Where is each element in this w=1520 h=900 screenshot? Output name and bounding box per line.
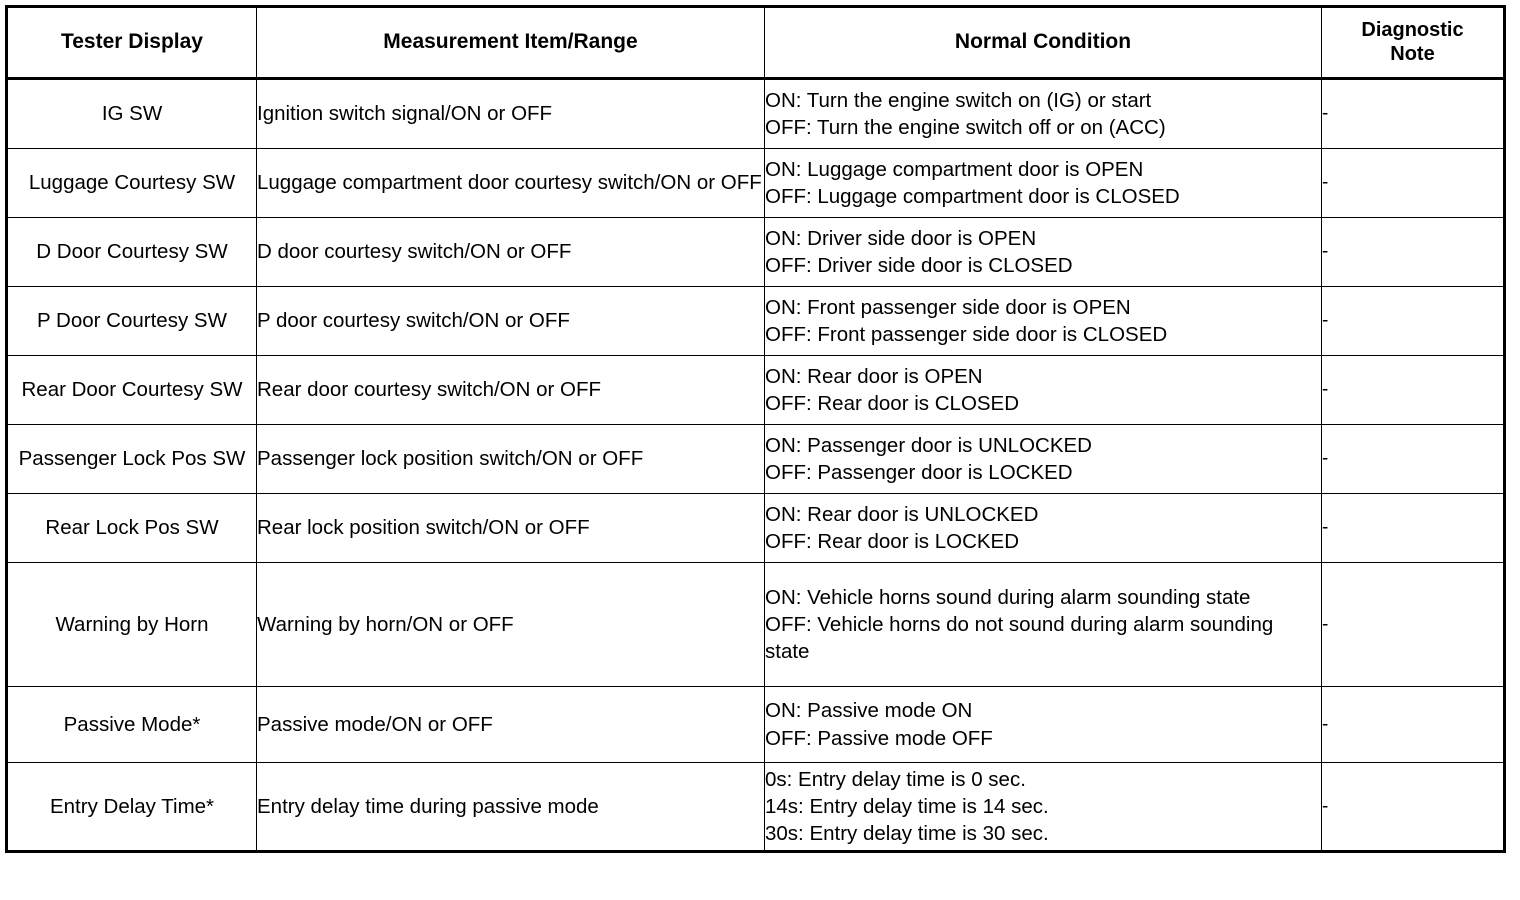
cell-measurement-item-range: Entry delay time during passive mode — [256, 762, 765, 852]
table-header-row: Tester Display Measurement Item/Range No… — [6, 6, 1505, 80]
cell-measurement-item-range: D door courtesy switch/ON or OFF — [256, 217, 765, 287]
cell-measurement-item-range: Rear door courtesy switch/ON or OFF — [256, 355, 765, 425]
cell-measurement-item-range: Ignition switch signal/ON or OFF — [256, 78, 765, 149]
cell-measurement-item-range: Rear lock position switch/ON or OFF — [256, 493, 765, 563]
column-header-tester-display: Tester Display — [6, 6, 257, 80]
table-row: Rear Lock Pos SW Rear lock position swit… — [6, 493, 1505, 563]
normal-condition-line: 14s: Entry delay time is 14 sec. — [765, 794, 1049, 818]
normal-condition-line: ON: Rear door is UNLOCKED — [765, 502, 1039, 526]
normal-condition-line: OFF: Turn the engine switch off or on (A… — [765, 116, 1166, 139]
column-header-diagnostic-note: Diagnostic Note — [1321, 6, 1505, 80]
normal-condition-line: 0s: Entry delay time is 0 sec. — [765, 767, 1026, 791]
table-row: IG SW Ignition switch signal/ON or OFF O… — [6, 78, 1505, 149]
cell-measurement-item-range: Passenger lock position switch/ON or OFF — [256, 424, 765, 494]
cell-diagnostic-note: - — [1321, 217, 1505, 287]
table-row: Passenger Lock Pos SW Passenger lock pos… — [6, 424, 1505, 494]
normal-condition-line: ON: Vehicle horns sound during alarm sou… — [765, 585, 1251, 609]
cell-tester-display: Entry Delay Time* — [6, 762, 257, 852]
table-row: Passive Mode* Passive mode/ON or OFF ON:… — [6, 686, 1505, 763]
normal-condition-line: ON: Rear door is OPEN — [765, 364, 983, 388]
column-header-measurement-item-range: Measurement Item/Range — [256, 6, 765, 80]
normal-condition-line: ON: Passenger door is UNLOCKED — [765, 433, 1092, 457]
cell-diagnostic-note: - — [1321, 286, 1505, 356]
normal-condition-line: OFF: Front passenger side door is CLOSED — [765, 323, 1168, 346]
table-body: IG SW Ignition switch signal/ON or OFF O… — [6, 78, 1505, 852]
cell-tester-display: Rear Lock Pos SW — [6, 493, 257, 563]
data-stream-table: Tester Display Measurement Item/Range No… — [5, 5, 1506, 853]
column-header-normal-condition: Normal Condition — [764, 6, 1322, 80]
table-row: Entry Delay Time* Entry delay time durin… — [6, 762, 1505, 852]
cell-normal-condition: ON: Turn the engine switch on (IG) or st… — [764, 78, 1322, 149]
column-header-diagnostic-note-line1: Diagnostic — [1361, 18, 1464, 41]
column-header-diagnostic-note-line2: Note — [1390, 42, 1435, 65]
cell-diagnostic-note: - — [1321, 686, 1505, 763]
cell-tester-display: P Door Courtesy SW — [6, 286, 257, 356]
normal-condition-line: ON: Turn the engine switch on (IG) or st… — [765, 88, 1152, 112]
cell-tester-display: Luggage Courtesy SW — [6, 148, 257, 218]
normal-condition-line: OFF: Rear door is LOCKED — [765, 530, 1020, 553]
cell-tester-display: Warning by Horn — [6, 562, 257, 687]
cell-diagnostic-note: - — [1321, 355, 1505, 425]
cell-normal-condition: ON: Driver side door is OPEN OFF: Driver… — [764, 217, 1322, 287]
cell-diagnostic-note: - — [1321, 424, 1505, 494]
cell-normal-condition: ON: Rear door is OPEN OFF: Rear door is … — [764, 355, 1322, 425]
cell-diagnostic-note: - — [1321, 762, 1505, 852]
table-row: Luggage Courtesy SW Luggage compartment … — [6, 148, 1505, 218]
table-row: Warning by Horn Warning by horn/ON or OF… — [6, 562, 1505, 687]
cell-measurement-item-range: Warning by horn/ON or OFF — [256, 562, 765, 687]
normal-condition-line: OFF: Passive mode OFF — [765, 726, 993, 750]
normal-condition-line: ON: Driver side door is OPEN — [765, 226, 1037, 250]
cell-diagnostic-note: - — [1321, 78, 1505, 149]
normal-condition-line: ON: Front passenger side door is OPEN — [765, 295, 1131, 319]
table-row: P Door Courtesy SW P door courtesy switc… — [6, 286, 1505, 356]
cell-normal-condition: ON: Passive mode ON OFF: Passive mode OF… — [764, 686, 1322, 763]
normal-condition-line: 30s: Entry delay time is 30 sec. — [765, 822, 1049, 846]
cell-normal-condition: ON: Rear door is UNLOCKED OFF: Rear door… — [764, 493, 1322, 563]
normal-condition-line: OFF: Luggage compartment door is CLOSED — [765, 185, 1180, 208]
cell-normal-condition: 0s: Entry delay time is 0 sec. 14s: Entr… — [764, 762, 1322, 852]
cell-measurement-item-range: P door courtesy switch/ON or OFF — [256, 286, 765, 356]
normal-condition-line: OFF: Vehicle horns do not sound during a… — [765, 612, 1274, 664]
cell-tester-display: Rear Door Courtesy SW — [6, 355, 257, 425]
normal-condition-line: OFF: Rear door is CLOSED — [765, 392, 1020, 415]
cell-measurement-item-range: Luggage compartment door courtesy switch… — [256, 148, 765, 218]
cell-measurement-item-range: Passive mode/ON or OFF — [256, 686, 765, 763]
cell-tester-display: Passive Mode* — [6, 686, 257, 763]
cell-tester-display: IG SW — [6, 78, 257, 149]
cell-diagnostic-note: - — [1321, 148, 1505, 218]
cell-tester-display: Passenger Lock Pos SW — [6, 424, 257, 494]
cell-tester-display: D Door Courtesy SW — [6, 217, 257, 287]
cell-diagnostic-note: - — [1321, 493, 1505, 563]
table-row: D Door Courtesy SW D door courtesy switc… — [6, 217, 1505, 287]
cell-normal-condition: ON: Front passenger side door is OPEN OF… — [764, 286, 1322, 356]
table-row: Rear Door Courtesy SW Rear door courtesy… — [6, 355, 1505, 425]
normal-condition-line: ON: Luggage compartment door is OPEN — [765, 157, 1144, 181]
normal-condition-line: ON: Passive mode ON — [765, 699, 973, 723]
cell-diagnostic-note: - — [1321, 562, 1505, 687]
cell-normal-condition: ON: Passenger door is UNLOCKED OFF: Pass… — [764, 424, 1322, 494]
cell-normal-condition: ON: Vehicle horns sound during alarm sou… — [764, 562, 1322, 687]
normal-condition-line: OFF: Passenger door is LOCKED — [765, 461, 1073, 484]
cell-normal-condition: ON: Luggage compartment door is OPEN OFF… — [764, 148, 1322, 218]
normal-condition-line: OFF: Driver side door is CLOSED — [765, 254, 1073, 277]
table-header: Tester Display Measurement Item/Range No… — [6, 6, 1505, 80]
